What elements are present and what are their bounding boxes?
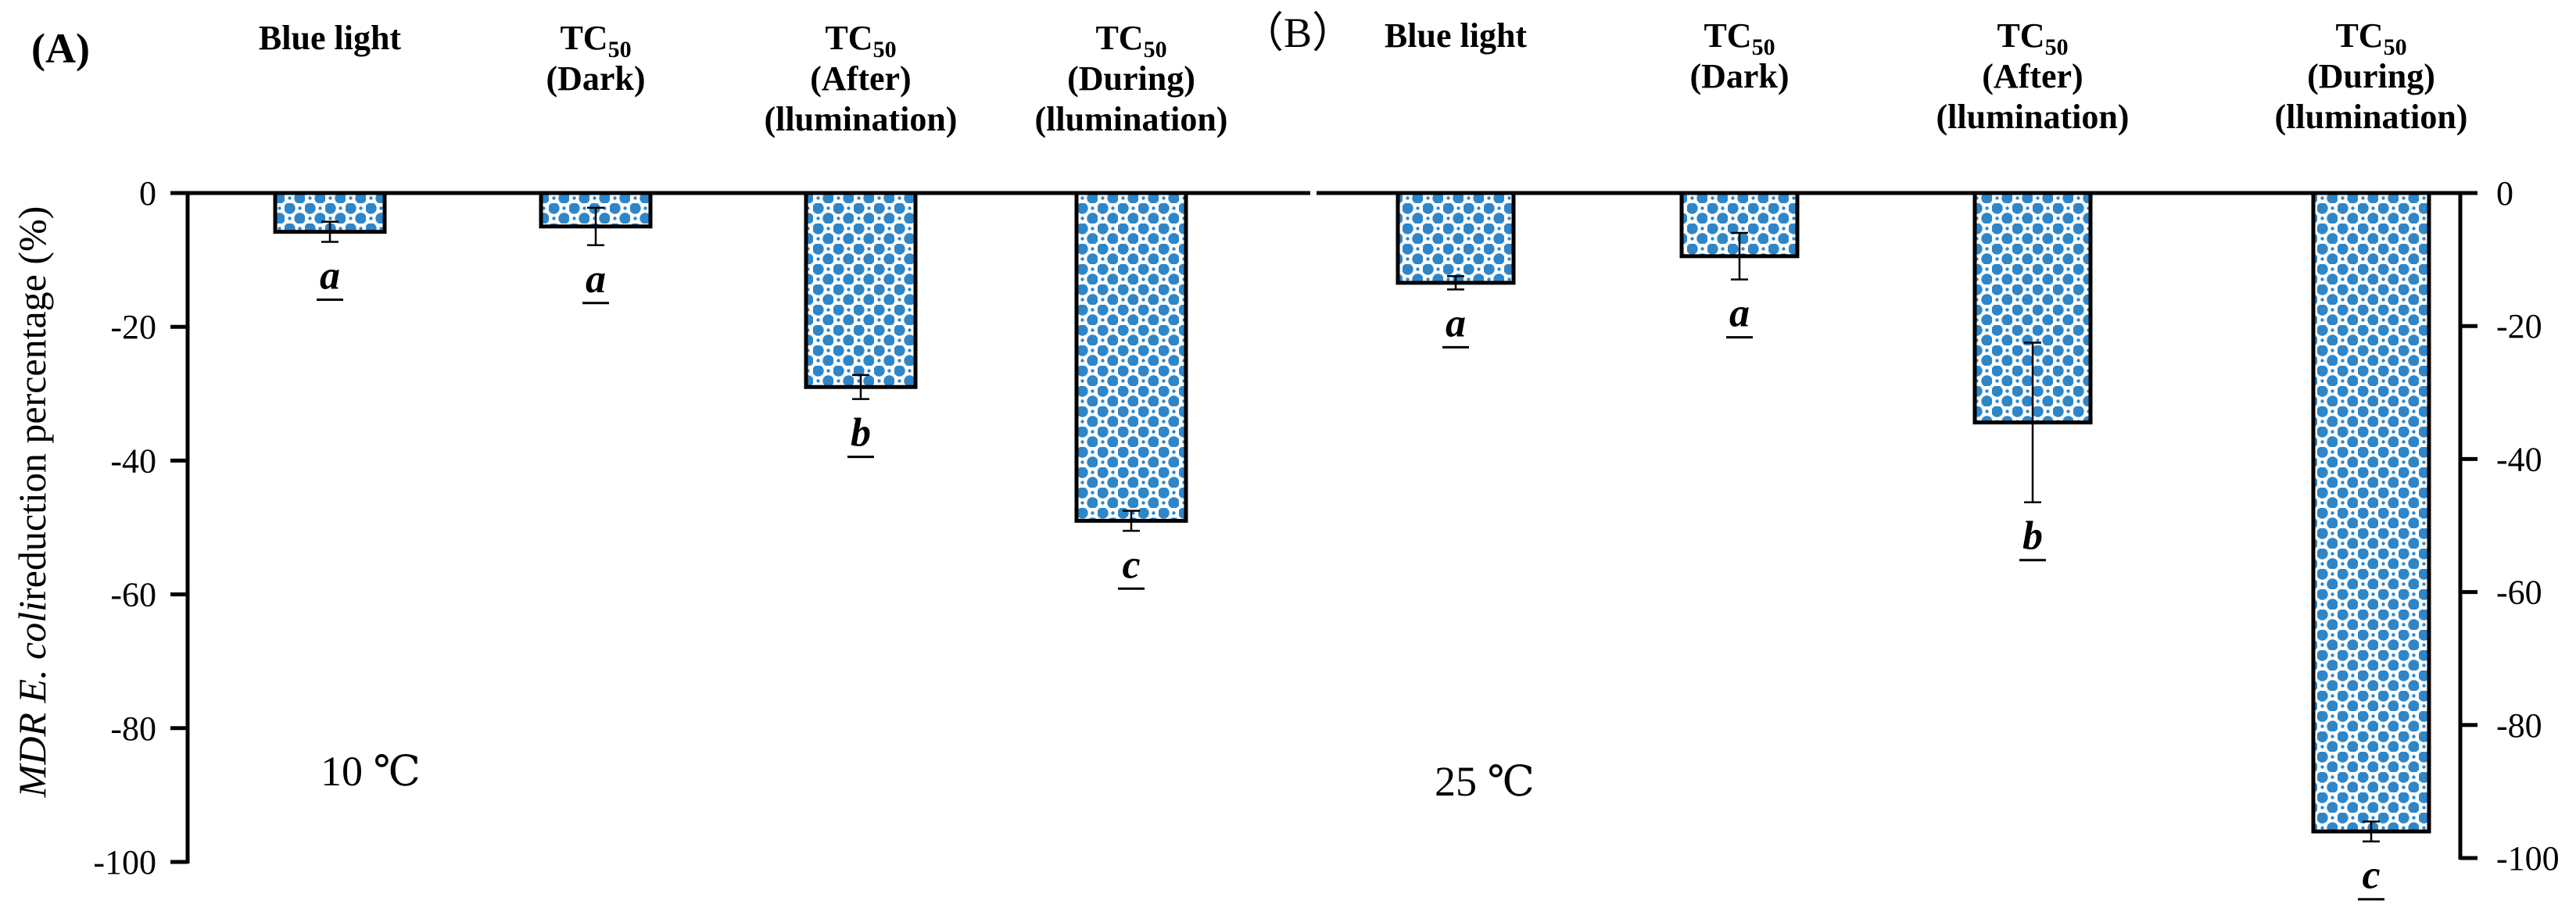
y-axis-label: MDR E. colireduction percentage (%) (10, 206, 54, 799)
significance-letter: b (2022, 514, 2043, 559)
category-label: Blue light (1385, 16, 1527, 55)
category-label: TC50 (560, 19, 631, 63)
category-label: (Dark) (546, 59, 645, 98)
significance-letter: b (851, 411, 871, 456)
bar (2311, 191, 2431, 834)
temperature-annotation: 25 ℃ (1435, 758, 1535, 805)
y-tick-label: -60 (110, 576, 156, 614)
bar (1074, 191, 1188, 523)
significance-letter: a (1446, 301, 1466, 345)
category-label: TC50 (1704, 16, 1775, 60)
category-label: TC50 (1997, 16, 2068, 60)
category-label: (During) (1067, 59, 1195, 98)
category-label: TC50 (1095, 19, 1166, 63)
category-label: TC50 (2335, 16, 2406, 60)
category-label: (llumination) (1035, 100, 1228, 138)
y-tick-label: -80 (110, 710, 156, 748)
y-tick-label: -60 (2496, 574, 2542, 612)
significance-letter: a (1729, 291, 1750, 336)
bar (1395, 191, 1516, 285)
y-tick-label: 0 (2496, 174, 2513, 213)
y-tick-label: 0 (139, 174, 156, 213)
y-tick-label: -40 (110, 442, 156, 480)
significance-letter: a (586, 257, 606, 302)
bar (804, 191, 918, 389)
category-label: TC50 (825, 19, 896, 63)
y-tick-label: -100 (93, 843, 156, 881)
temperature-annotation: 10 ℃ (321, 748, 421, 795)
category-label: (During) (2307, 57, 2435, 95)
y-tick-label: -40 (2496, 440, 2542, 478)
category-label: (llumination) (765, 100, 958, 138)
category-label: (After) (1982, 57, 2083, 95)
category-label: Blue light (259, 19, 401, 57)
panel-label: （B） (1241, 9, 1354, 56)
significance-letter: c (1122, 542, 1140, 587)
y-tick-label: -20 (2496, 307, 2542, 345)
category-label: (llumination) (1936, 98, 2130, 136)
panel-label: (A) (31, 25, 90, 72)
y-tick-label: -100 (2496, 839, 2560, 878)
category-label: (llumination) (2275, 98, 2468, 136)
significance-letter: c (2362, 853, 2380, 898)
category-label: (Dark) (1689, 57, 1789, 95)
y-tick-label: -20 (110, 308, 156, 346)
category-label: (After) (810, 59, 911, 98)
significance-letter: a (320, 253, 340, 298)
y-tick-label: -80 (2496, 706, 2542, 745)
